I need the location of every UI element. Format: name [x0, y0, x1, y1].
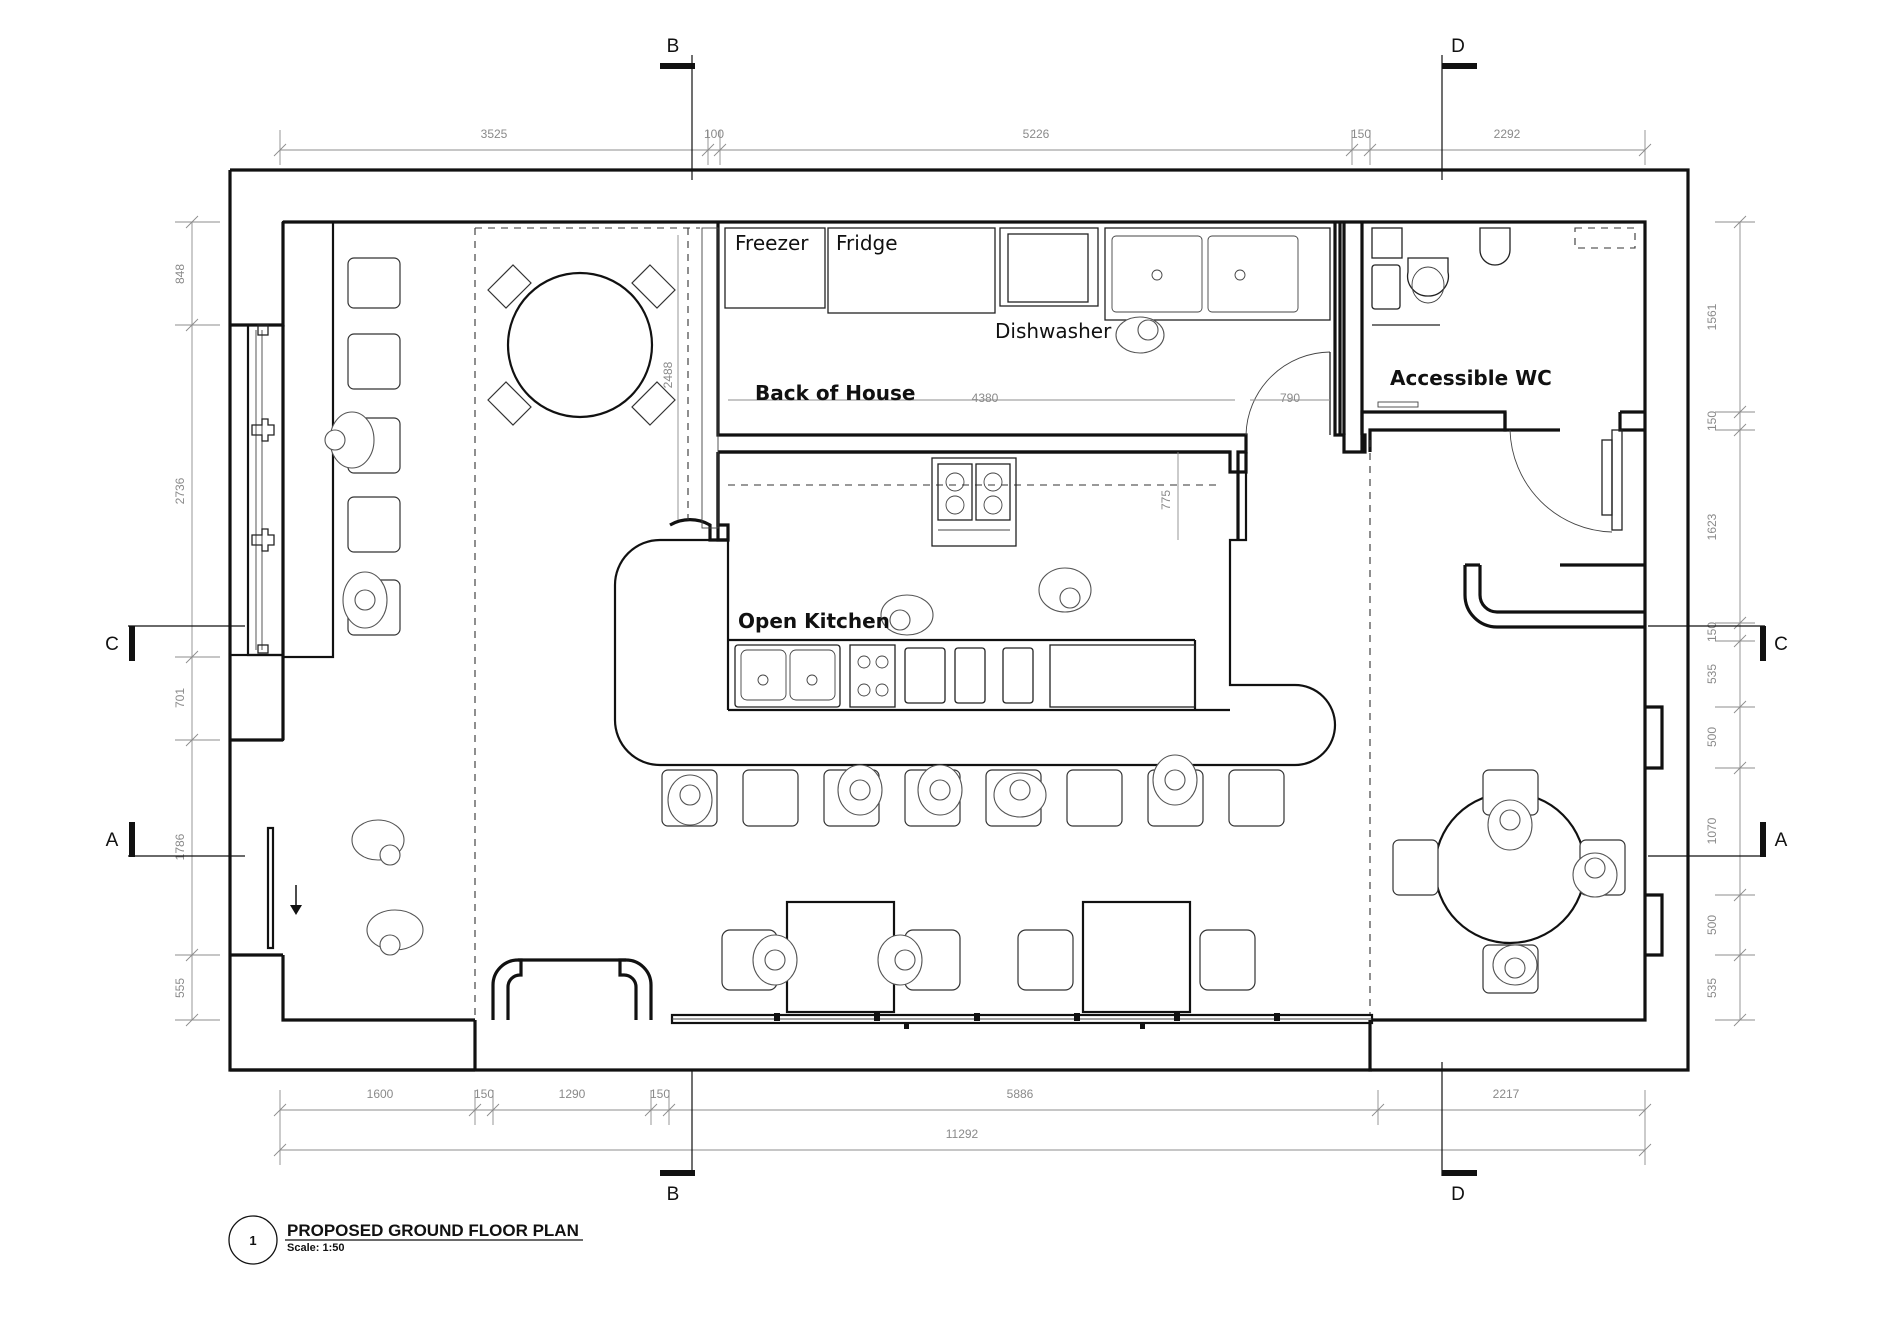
people-figures — [324, 316, 1618, 986]
dim-right-535b: 535 — [1705, 978, 1719, 998]
dim-right-1623: 1623 — [1705, 513, 1719, 540]
dim-bottom-5886: 5886 — [1007, 1087, 1034, 1101]
dim-left-1786: 1786 — [173, 833, 187, 860]
window-tables — [721, 900, 1256, 1014]
label-accessible-wc: Accessible WC — [1390, 366, 1552, 390]
dim-top-2292: 2292 — [1494, 127, 1521, 141]
dim-right-535a: 535 — [1705, 664, 1719, 684]
dim-bottom-150a: 150 — [474, 1087, 494, 1101]
dim-booth-2488: 2488 — [661, 361, 675, 388]
drawing-scale: Scale: 1:50 — [287, 1242, 344, 1254]
section-a-right: A — [1775, 830, 1788, 851]
drawing-title: PROPOSED GROUND FLOOR PLAN — [287, 1221, 579, 1240]
dim-bottom-1290: 1290 — [559, 1087, 586, 1101]
dim-counter-775: 775 — [1159, 490, 1173, 510]
dim-top-3525: 3525 — [481, 127, 508, 141]
zone-lines: 2488 — [474, 227, 1371, 1015]
dim-left-555: 555 — [173, 978, 187, 998]
dim-right-150a: 150 — [1705, 411, 1719, 431]
dim-left-2736: 2736 — [173, 477, 187, 504]
section-d-bottom: D — [1451, 1184, 1465, 1205]
left-dimensions: 848 2736 701 1786 555 — [173, 215, 220, 1027]
label-dishwasher: Dishwasher — [995, 319, 1112, 343]
top-dimensions: 3525 100 5226 150 2292 — [273, 127, 1652, 165]
dim-right-500a: 500 — [1705, 727, 1719, 747]
dim-top-5226: 5226 — [1023, 127, 1050, 141]
dim-bottom-2217: 2217 — [1493, 1087, 1520, 1101]
dim-boh-4380: 4380 — [972, 391, 999, 405]
dim-overall-11292: 11292 — [946, 1127, 979, 1141]
dim-right-500b: 500 — [1705, 915, 1719, 935]
dim-bottom-150b: 150 — [650, 1087, 670, 1101]
kitchen-counter: 775 — [613, 450, 1337, 767]
section-b-bottom: B — [667, 1184, 680, 1205]
walls — [228, 168, 1690, 1072]
dim-right-150b: 150 — [1705, 622, 1719, 642]
round-table-booth — [487, 264, 676, 426]
section-markers: B B D D C C A A — [105, 36, 1788, 1205]
label-open-kitchen: Open Kitchen — [738, 609, 890, 633]
section-b-top: B — [667, 36, 680, 57]
dim-top-100: 100 — [704, 127, 724, 141]
section-d-top: D — [1451, 36, 1465, 57]
dim-door-790: 790 — [1280, 391, 1300, 405]
dim-top-150: 150 — [1351, 127, 1371, 141]
dim-bottom-1600: 1600 — [367, 1087, 394, 1101]
dim-left-701: 701 — [173, 688, 187, 708]
label-back-of-house: Back of House — [755, 381, 915, 405]
right-dimensions: 1561 150 1623 150 535 500 1070 500 535 — [1705, 215, 1755, 1027]
dim-right-1561: 1561 — [1705, 303, 1719, 330]
back-of-house-equipment: 4380 790 — [724, 227, 1331, 405]
drawing-number: 1 — [249, 1233, 256, 1248]
storefront — [670, 1013, 1374, 1029]
label-freezer: Freezer — [735, 231, 809, 255]
title-block: 1 PROPOSED GROUND FLOOR PLAN Scale: 1:50 — [228, 1215, 583, 1265]
bottom-dimensions: 1600 150 1290 150 5886 2217 11292 — [273, 1087, 1652, 1165]
wc-fixtures — [1371, 227, 1636, 408]
dim-left-848: 848 — [173, 264, 187, 284]
label-fridge: Fridge — [836, 231, 898, 255]
section-c-right: C — [1774, 634, 1788, 655]
dim-right-1070: 1070 — [1705, 817, 1719, 844]
section-c-left: C — [105, 634, 119, 655]
section-a-left: A — [106, 830, 119, 851]
